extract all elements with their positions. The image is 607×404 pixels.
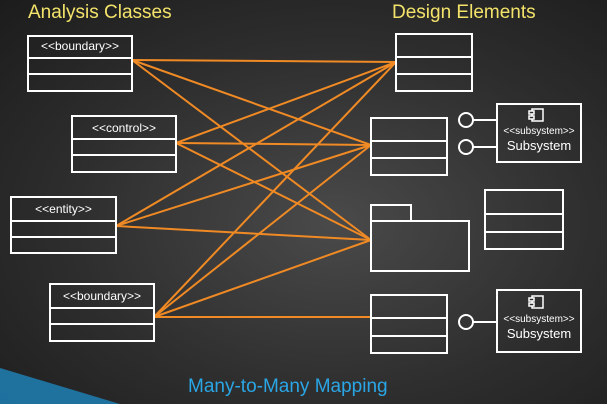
subsystem-label-2: <<subsystem>> Subsystem: [497, 314, 581, 341]
subsystem-box-1: [496, 103, 582, 163]
analysis-class-stereotype: <<boundary>>: [62, 289, 142, 303]
mapping-line: [131, 59, 397, 63]
mapping-caption: Many-to-Many Mapping: [188, 376, 388, 397]
analysis-class-box-3: [10, 196, 117, 254]
subsystem-box-2: [496, 289, 582, 353]
mapping-line: [115, 144, 372, 227]
analysis-class-box-2: [71, 115, 177, 173]
mapping-line: [131, 59, 372, 241]
analysis-classes-heading: Analysis Classes: [28, 2, 172, 23]
subsystem-stereotype: <<subsystem>>: [503, 126, 575, 137]
mapping-line: [115, 61, 397, 227]
mapping-line: [175, 142, 372, 146]
mapping-line: [153, 239, 372, 318]
mapping-line: [115, 225, 372, 241]
analysis-class-stereotype: <<entity>>: [35, 202, 92, 216]
design-package: [370, 204, 470, 272]
component-icon: [528, 108, 544, 122]
class-boxes: [10, 33, 582, 354]
design-class-box-1: [395, 33, 473, 92]
design-class-box-2: [370, 117, 448, 176]
mapping-line: [153, 61, 397, 318]
analysis-class-stereotype: <<control>>: [91, 121, 157, 135]
mapping-line: [175, 61, 397, 144]
mapping-lines: [115, 59, 397, 318]
corner-accent: [0, 368, 120, 404]
design-class-box-3: [484, 189, 564, 250]
analysis-class-box-4: [49, 283, 155, 342]
interface-lollipop-1: [458, 112, 497, 155]
subsystem-stereotype: <<subsystem>>: [503, 314, 575, 325]
design-class-box-4: [370, 294, 448, 354]
subsystem-name: Subsystem: [506, 326, 572, 341]
mapping-line: [153, 144, 372, 318]
design-elements-heading: Design Elements: [392, 2, 536, 23]
component-icon: [528, 295, 544, 309]
subsystem-label-1: <<subsystem>> Subsystem: [497, 126, 581, 153]
interface-lollipop-2: [458, 314, 497, 330]
analysis-class-stereotype: <<boundary>>: [40, 39, 120, 53]
analysis-class-box-1: [27, 35, 133, 92]
subsystem-name: Subsystem: [506, 138, 572, 153]
